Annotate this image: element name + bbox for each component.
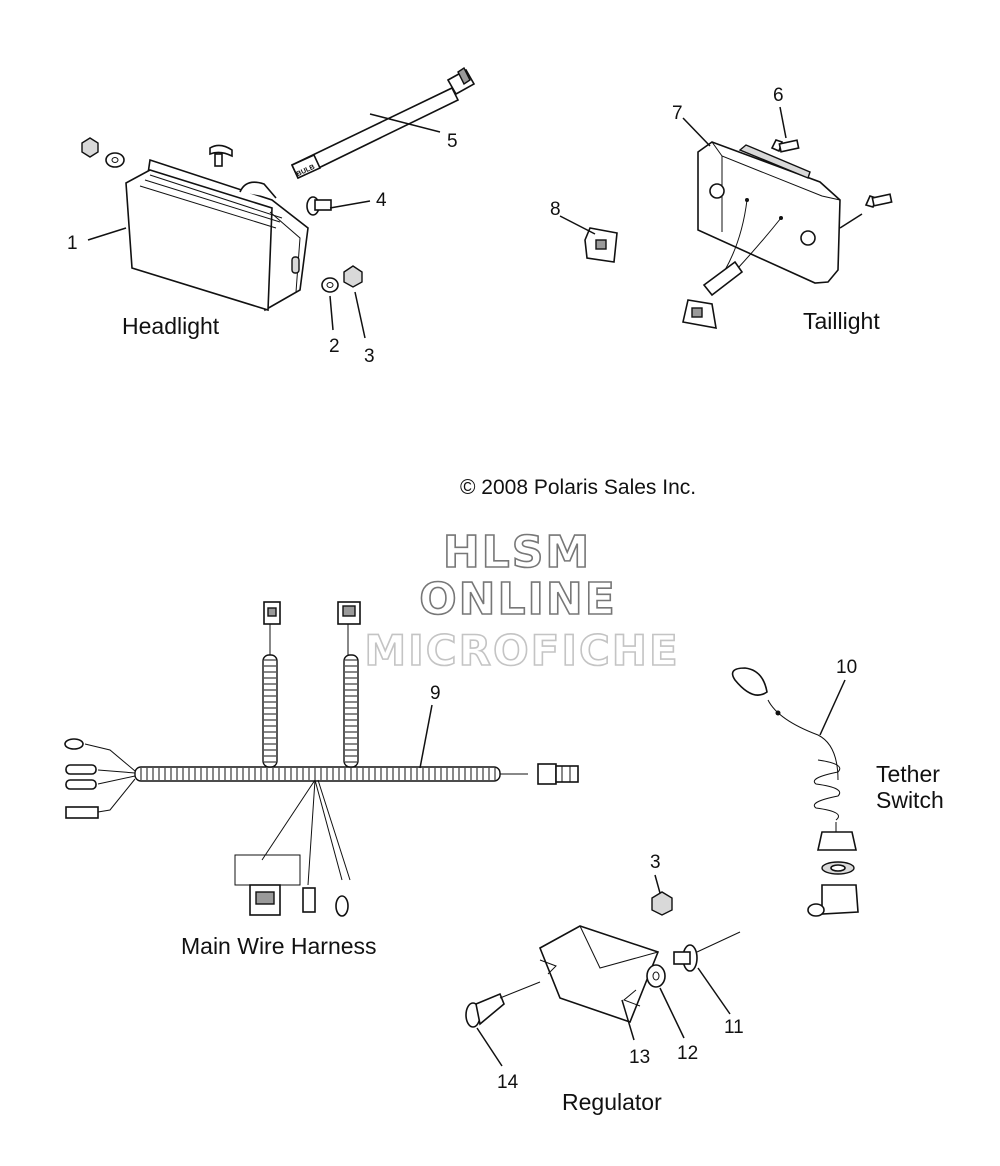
headlight-lens xyxy=(125,169,273,312)
callout-13: 13 xyxy=(629,1047,650,1068)
group-headlight: Headlight xyxy=(122,313,220,339)
group-taillight: Taillight xyxy=(803,308,880,334)
taillight-housing xyxy=(697,141,841,284)
callout-9: 9 xyxy=(430,683,441,704)
copyright-notice: © 2008 Polaris Sales Inc. xyxy=(460,476,696,499)
group-tether-line2: Switch xyxy=(876,787,944,813)
headlight-assembly xyxy=(81,137,309,312)
watermark-line3: MICROFICHE xyxy=(364,626,679,675)
group-main-wire-harness: Main Wire Harness xyxy=(181,933,377,959)
washer-12 xyxy=(646,964,666,988)
tether-cap xyxy=(817,831,857,851)
screw-4 xyxy=(306,196,332,216)
callout-8: 8 xyxy=(550,199,561,220)
callout-1: 1 xyxy=(67,233,78,254)
regulator-part xyxy=(465,891,741,1028)
callout-14: 14 xyxy=(497,1072,519,1093)
callout-5: 5 xyxy=(447,131,458,152)
callout-7: 7 xyxy=(672,103,683,124)
callout-6: 6 xyxy=(773,85,784,106)
callout-11: 11 xyxy=(724,1017,744,1038)
bulb-part: BULB xyxy=(290,66,476,180)
callout-3: 3 xyxy=(364,346,375,367)
nut-3 xyxy=(343,265,363,288)
washer-2 xyxy=(321,277,339,293)
tether-clip xyxy=(731,667,768,696)
callout-2: 2 xyxy=(329,336,340,357)
callout-10: 10 xyxy=(836,657,857,678)
taillight-assembly xyxy=(584,139,893,329)
headlight-screw-top xyxy=(209,144,233,158)
washer-top-left xyxy=(105,152,125,168)
callout-12: 12 xyxy=(677,1043,698,1064)
regulator-nut xyxy=(651,891,673,916)
group-tether-line1: Tether xyxy=(876,761,940,787)
tether-base xyxy=(821,884,859,915)
group-regulator: Regulator xyxy=(562,1089,662,1115)
watermark-line2: ONLINE xyxy=(419,574,617,625)
watermark-line1: HLSM xyxy=(443,527,591,578)
wire-harness xyxy=(64,601,579,917)
callout-4: 4 xyxy=(376,190,387,211)
callout-3b: 3 xyxy=(650,852,661,873)
harness-trunk xyxy=(134,766,501,782)
tether-switch-part xyxy=(731,667,859,917)
regulator-body xyxy=(538,925,660,1024)
harness-branch-2 xyxy=(343,654,359,768)
nut-top-left xyxy=(81,137,99,158)
